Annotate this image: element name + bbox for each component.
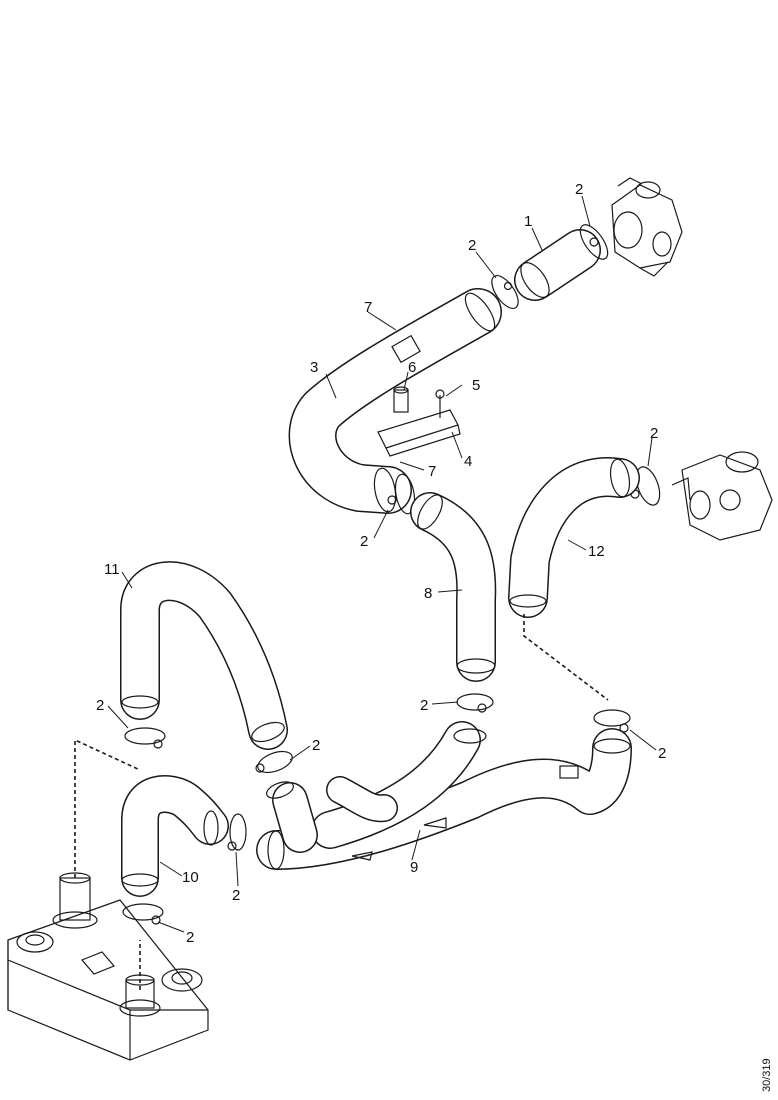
label-6: 6: [408, 359, 416, 376]
hose-10: [121, 775, 229, 897]
clamp-2-hose-9-right: [593, 709, 631, 733]
label-2: 2: [232, 887, 240, 904]
clamp-2-hose-11-right: [255, 750, 293, 774]
label-4: 4: [464, 453, 472, 470]
clamp-2-mid: [387, 473, 416, 515]
hose-3: [288, 288, 502, 514]
hose-9: [256, 721, 632, 870]
label-2: 2: [420, 697, 428, 714]
part-labels: 1 2 2 3 4 5 6 7 7 2 2 12 8 11 2 2 2 2 9 …: [96, 181, 666, 946]
label-2: 2: [650, 425, 658, 442]
clamp-2-hose-11-bottom: [124, 727, 166, 749]
label-11: 11: [104, 561, 120, 578]
label-2: 2: [658, 745, 666, 762]
hose-1: [514, 229, 601, 301]
label-3: 3: [310, 359, 318, 376]
label-7: 7: [428, 463, 436, 480]
label-2: 2: [360, 533, 368, 550]
right-engine-fitting: [671, 451, 773, 541]
label-1: 1: [524, 213, 532, 230]
clamp-2-hose-8-bottom: [456, 693, 494, 713]
hose-11: [120, 561, 288, 750]
label-12: 12: [588, 543, 605, 560]
label-2: 2: [575, 181, 583, 198]
clamp-2-hose-9-left: [227, 813, 247, 851]
assembly-line-right: [523, 614, 609, 701]
label-9: 9: [410, 859, 418, 876]
bracket-4: [377, 386, 461, 457]
assembly-line-left: [74, 738, 141, 878]
hose-12: [508, 457, 640, 618]
label-8: 8: [424, 585, 432, 602]
label-7: 7: [364, 299, 372, 316]
label-5: 5: [472, 377, 480, 394]
label-2: 2: [468, 237, 476, 254]
label-2: 2: [186, 929, 194, 946]
label-2: 2: [312, 737, 320, 754]
cooler-block: [7, 872, 209, 1061]
clamp-2-hose-10-bottom: [122, 903, 164, 925]
clamp-2-upper: [491, 275, 519, 309]
upper-engine-fitting: [611, 177, 683, 277]
leader-lines: [107, 195, 657, 933]
label-2: 2: [96, 697, 104, 714]
hose-8: [410, 492, 497, 682]
reference-code: 30/319: [761, 1058, 773, 1092]
label-10: 10: [182, 869, 199, 886]
clamp-2-top-right: [579, 224, 609, 260]
